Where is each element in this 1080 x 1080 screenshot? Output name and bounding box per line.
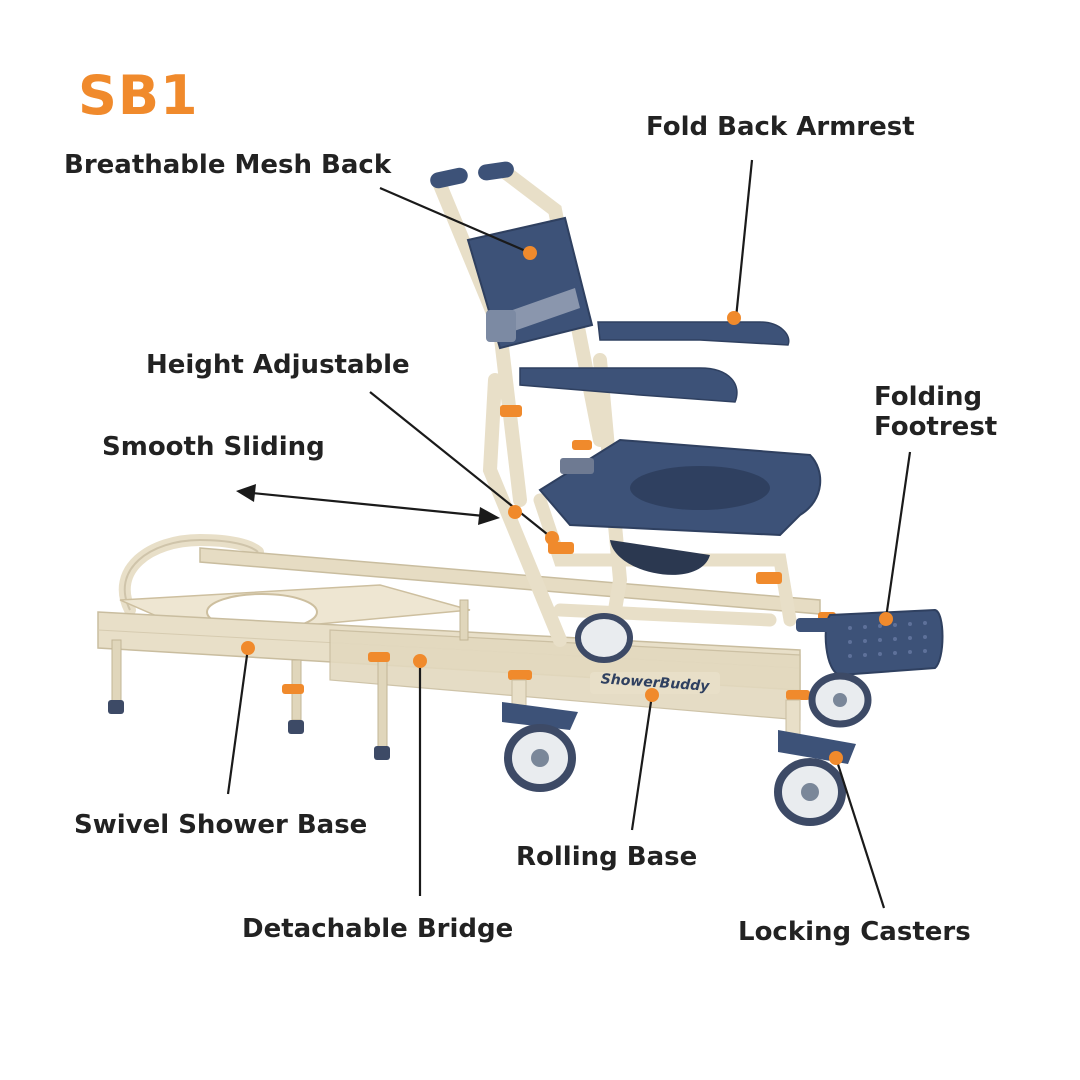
label-breathable-mesh-back: Breathable Mesh Back [64,150,392,180]
label-height-adjustable: Height Adjustable [146,350,410,380]
leader-mesh-back [379,186,529,254]
casters [502,613,872,826]
base-frame [97,533,836,760]
label-detachable-bridge: Detachable Bridge [242,914,514,944]
dot-mesh-back [523,246,537,260]
label-rolling-base: Rolling Base [516,842,698,872]
dot-swivel [241,641,255,655]
leader-swivel [226,647,250,795]
footrest [796,608,944,677]
dot-armrest [727,311,741,325]
label-fold-back-armrest: Fold Back Armrest [646,112,915,142]
leader-footrest [884,451,912,619]
label-folding-footrest: Folding Footrest [874,382,998,442]
mesh-back [430,161,594,350]
label-smooth-sliding: Smooth Sliding [102,432,325,462]
dot-rolling [645,688,659,702]
callout-dots [241,246,893,765]
dot-casters [829,751,843,765]
seat [538,438,822,575]
dot-footrest [879,612,893,626]
leader-height [369,391,553,539]
dot-height [545,531,559,545]
leader-armrest [734,159,754,319]
dot-bridge [413,654,427,668]
dot-sliding [508,505,522,519]
label-locking-casters: Locking Casters [738,917,971,947]
label-swivel-shower-base: Swivel Shower Base [74,810,368,840]
brand-logo [590,672,720,694]
leader-casters [834,757,886,909]
armrests [519,321,790,403]
sliding-arrow [236,484,500,525]
product-title: SB1 [78,64,199,127]
leader-rolling [630,694,654,831]
